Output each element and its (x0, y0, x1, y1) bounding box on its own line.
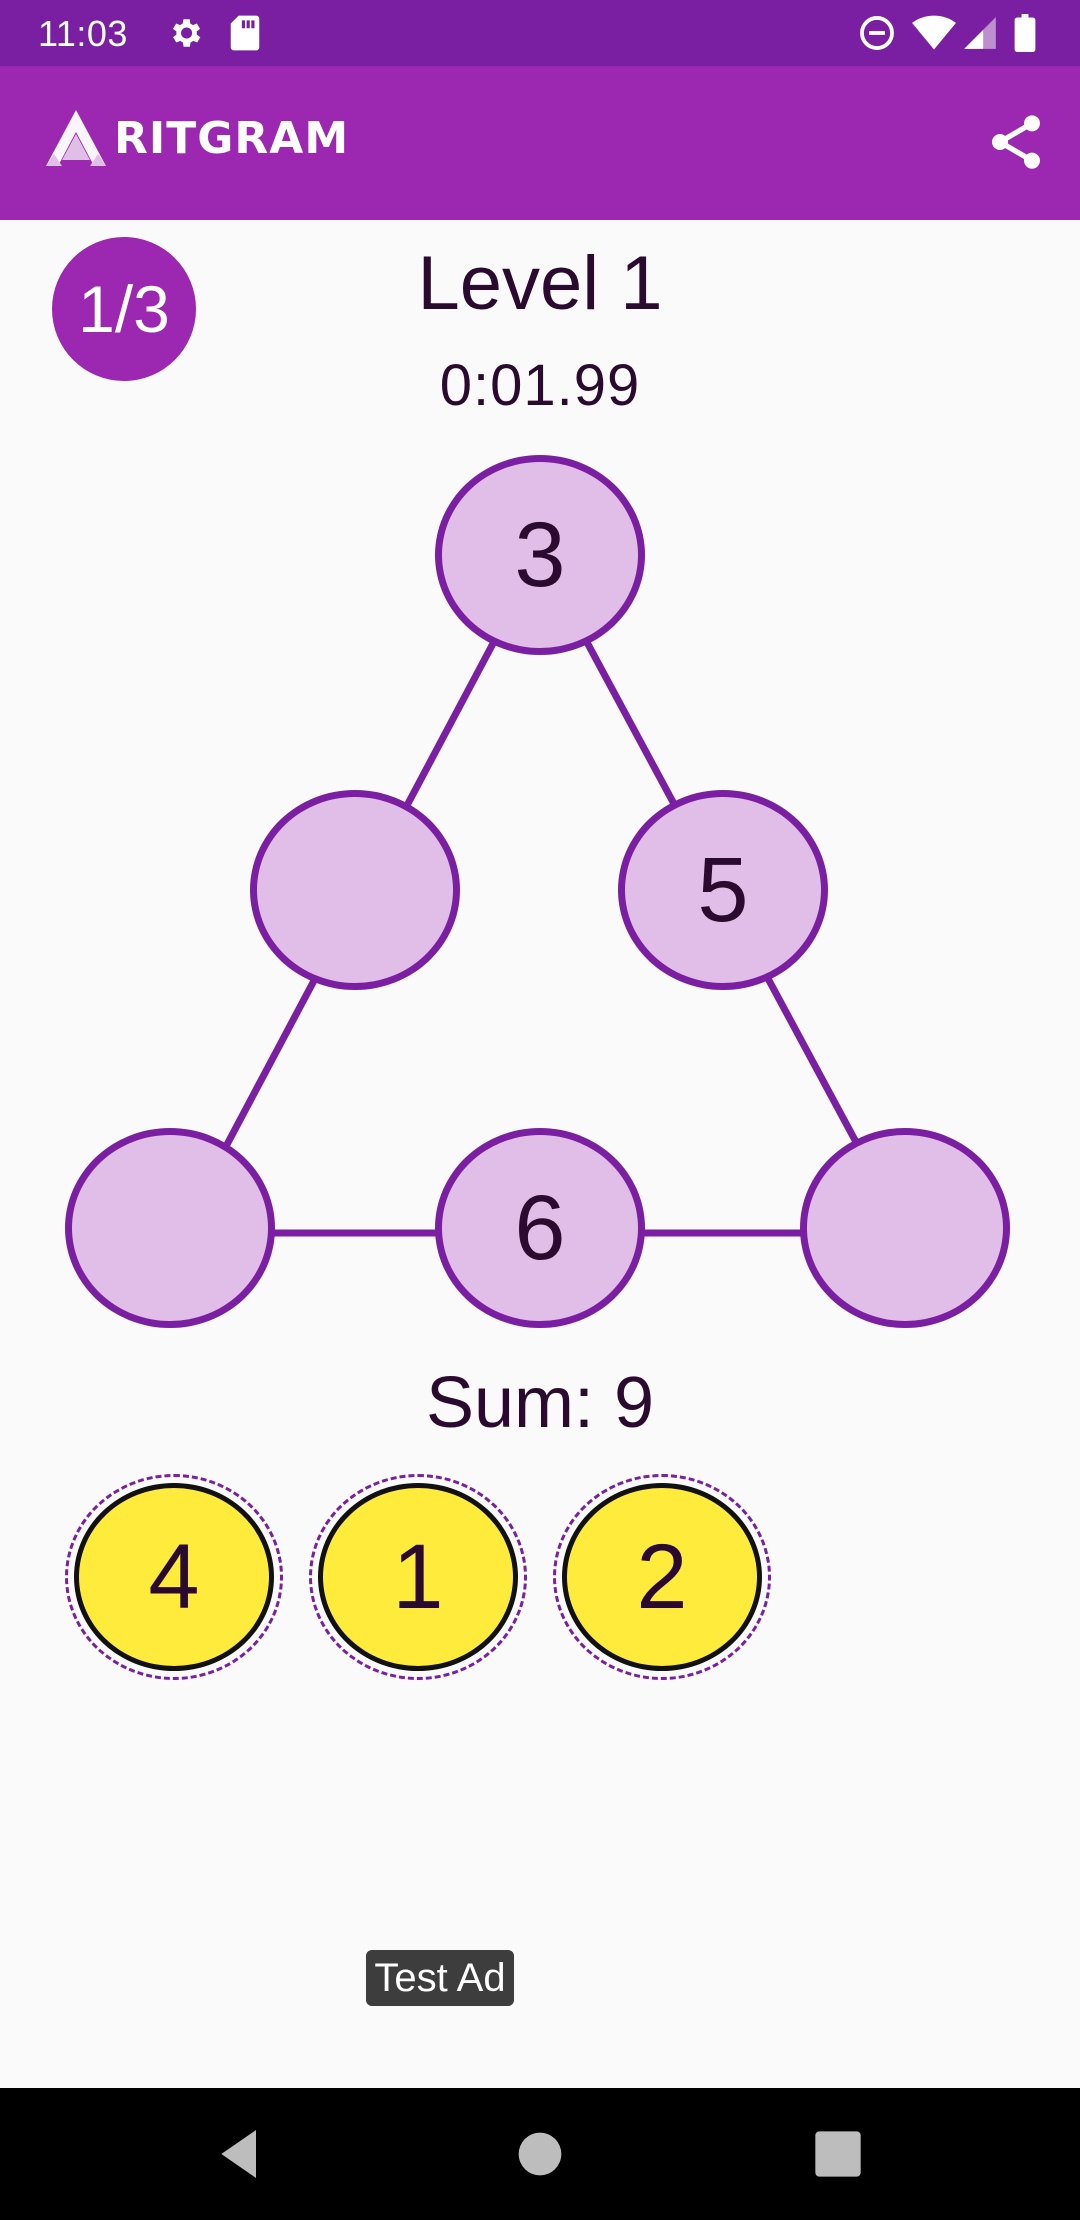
logo-mark-icon (46, 110, 106, 166)
node-mid-right[interactable]: 5 (618, 790, 828, 990)
app-logo: RITGRAM (44, 108, 349, 168)
number-tile-value: 4 (74, 1483, 274, 1671)
back-icon[interactable] (208, 2122, 272, 2186)
test-ad-label[interactable]: Test Ad (366, 1950, 514, 2006)
do-not-disturb-icon (860, 16, 894, 50)
share-icon[interactable] (984, 110, 1048, 174)
number-tile[interactable]: 4 (65, 1474, 283, 1680)
sd-card-icon (230, 15, 260, 51)
node-bottom-middle[interactable]: 6 (435, 1128, 645, 1328)
node-top[interactable]: 3 (435, 455, 645, 655)
status-time: 11:03 (38, 13, 128, 54)
node-bottom-left[interactable] (65, 1128, 275, 1328)
gear-icon (172, 19, 201, 47)
node-bottom-right[interactable] (800, 1128, 1010, 1328)
battery-icon (1014, 14, 1036, 52)
level-progress-badge: 1/3 (52, 237, 196, 381)
navigation-bar (0, 2088, 1080, 2220)
node-mid-left[interactable] (250, 790, 460, 990)
logo-text: RITGRAM (114, 112, 350, 164)
timer: 0:01.99 (439, 353, 641, 418)
number-tile[interactable]: 1 (309, 1474, 527, 1680)
number-tile-value: 1 (318, 1483, 518, 1671)
signal-icon (964, 17, 996, 49)
recents-icon[interactable] (806, 2122, 870, 2186)
sum-label: Sum: 9 (425, 1363, 655, 1443)
app-bar: RITGRAM (0, 66, 1080, 220)
level-title: Level 1 (417, 241, 663, 326)
status-bar: 11:03 (0, 0, 1080, 66)
wifi-icon (912, 15, 956, 50)
home-icon[interactable] (508, 2122, 572, 2186)
number-tile-value: 2 (562, 1483, 762, 1671)
number-tile[interactable]: 2 (553, 1474, 771, 1680)
